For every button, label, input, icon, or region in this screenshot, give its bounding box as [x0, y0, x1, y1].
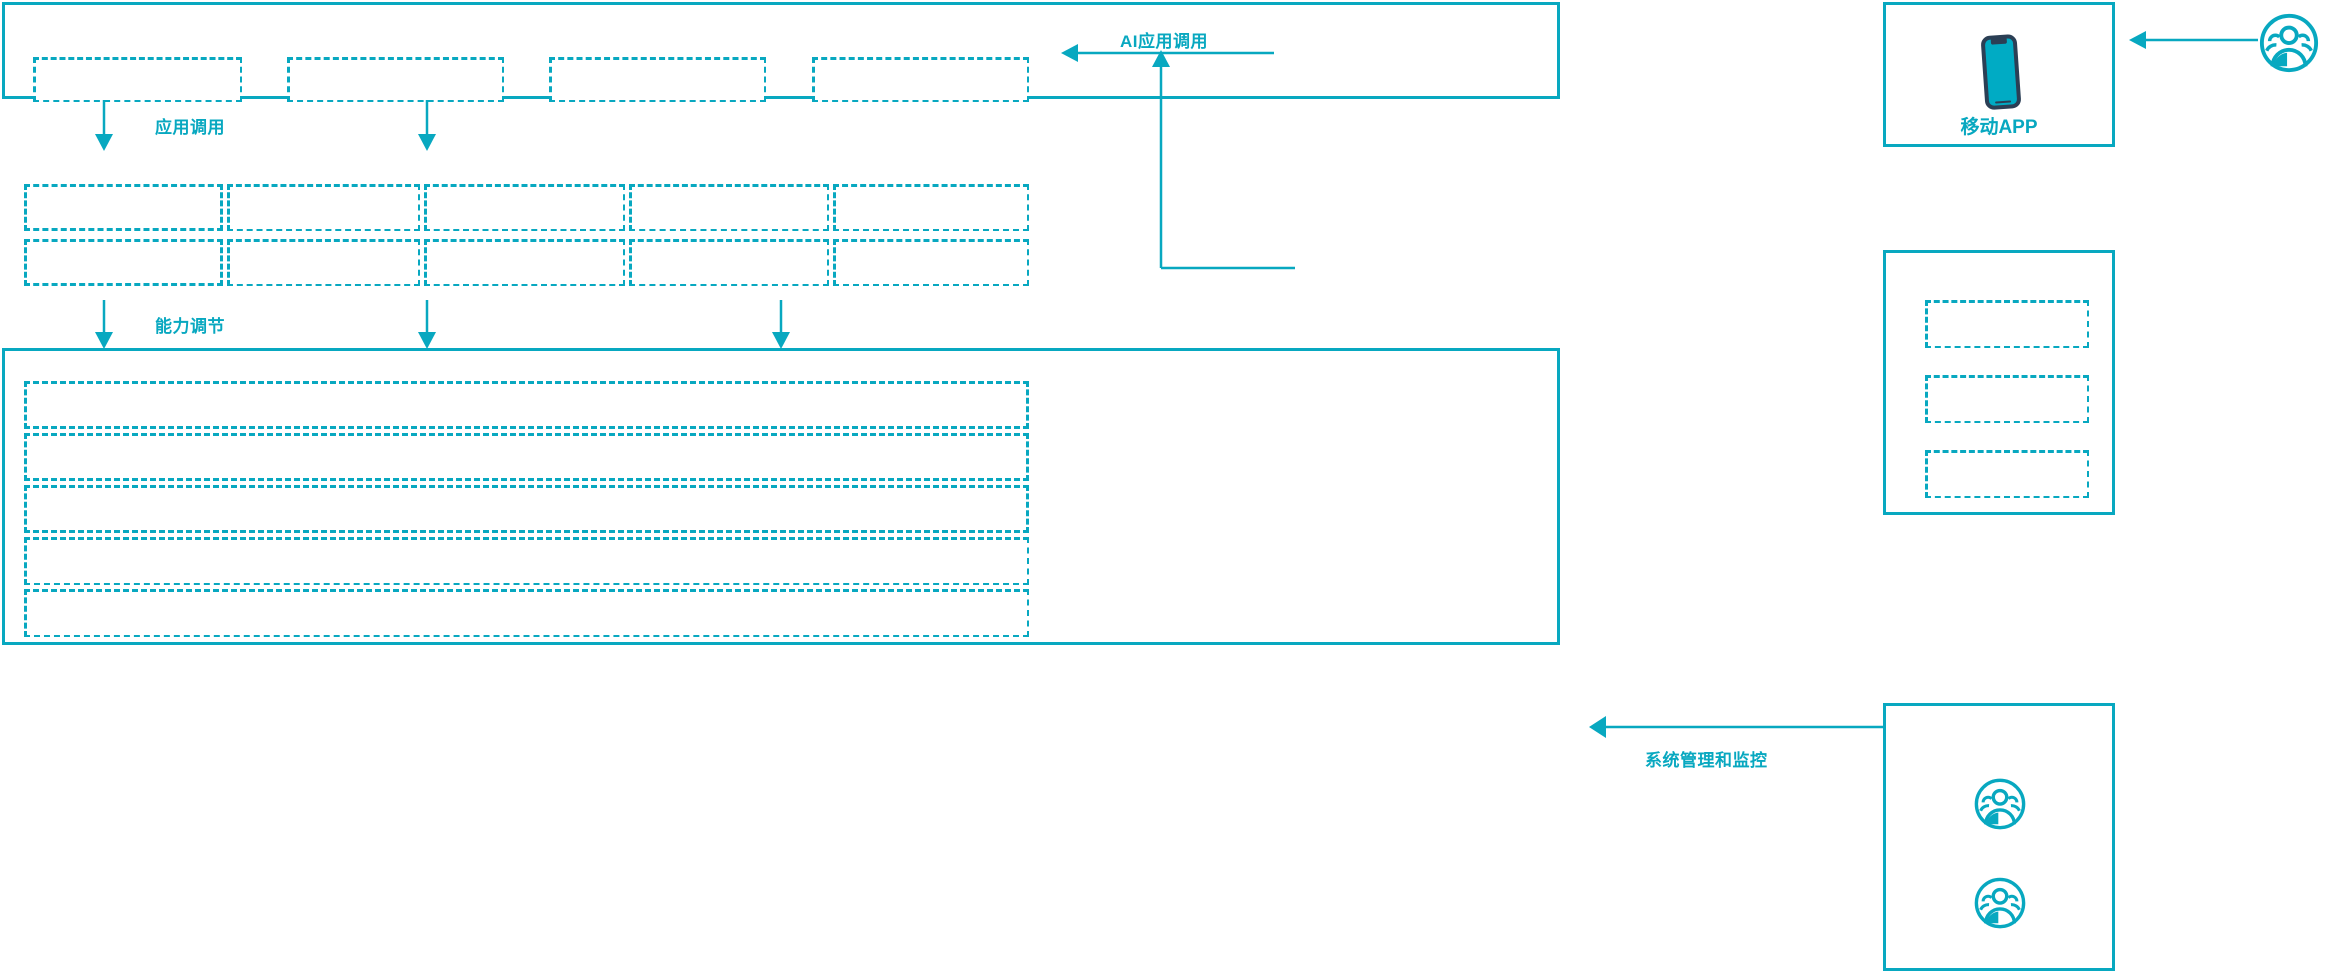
- app-box-2[interactable]: [287, 57, 504, 102]
- app-call-label: 应用调用: [155, 118, 225, 137]
- app-box-4[interactable]: [812, 57, 1029, 102]
- system-admin-label: 系统管理和监控: [1645, 751, 1768, 770]
- infra-row-2[interactable]: [24, 433, 1029, 481]
- capability-call-arrow-1: [95, 300, 113, 349]
- cap-r2c4[interactable]: [629, 239, 829, 286]
- infra-row-3[interactable]: [24, 485, 1029, 533]
- channel-box-2[interactable]: [1925, 375, 2089, 423]
- operator-user-group-icon-2: [1974, 877, 2026, 929]
- app-box-3[interactable]: [549, 57, 766, 102]
- ai-app-call-arrow: [1061, 44, 1295, 270]
- end-user-group-icon: [2259, 13, 2319, 73]
- channel-box-3[interactable]: [1925, 450, 2089, 498]
- operator-panel[interactable]: [1883, 703, 2115, 971]
- smartphone-icon: [1981, 34, 2021, 110]
- infra-row-5[interactable]: [24, 589, 1029, 637]
- cap-r1c4[interactable]: [629, 184, 829, 231]
- infra-row-1[interactable]: [24, 381, 1029, 429]
- cap-r1c1[interactable]: [24, 184, 223, 231]
- cap-r1c2[interactable]: [227, 184, 420, 231]
- ai-app-call-label: AI应用调用: [1120, 32, 1208, 51]
- system-admin-arrow: [1589, 716, 1883, 738]
- cap-r2c3[interactable]: [424, 239, 625, 286]
- cap-r2c5[interactable]: [833, 239, 1029, 286]
- operator-user-group-icon-1: [1974, 778, 2026, 830]
- application-layer-panel: [2, 2, 1560, 99]
- app-call-arrow-1: [95, 100, 113, 151]
- capability-call-arrow-2: [418, 300, 436, 349]
- cap-r1c5[interactable]: [833, 184, 1029, 231]
- infra-row-4[interactable]: [24, 537, 1029, 585]
- mobile-app-caption: 移动APP: [1960, 117, 2038, 138]
- cap-r2c1[interactable]: [24, 239, 223, 286]
- cap-r2c2[interactable]: [227, 239, 420, 286]
- app-box-1[interactable]: [33, 57, 242, 102]
- app-call-arrow-2: [418, 100, 436, 151]
- channel-box-1[interactable]: [1925, 300, 2089, 348]
- capability-call-label: 能力调节: [155, 317, 225, 336]
- capability-call-arrow-3: [772, 300, 790, 349]
- end-user-to-mobile-arrow: [2129, 31, 2258, 49]
- cap-r1c3[interactable]: [424, 184, 625, 231]
